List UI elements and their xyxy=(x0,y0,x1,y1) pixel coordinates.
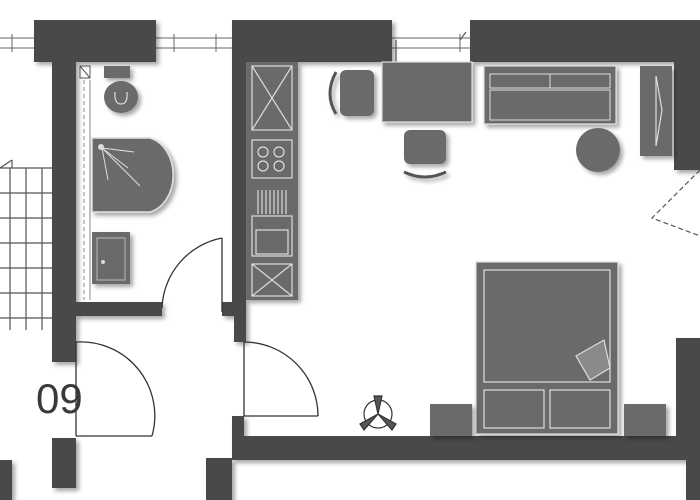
chair-icon xyxy=(328,70,374,116)
fridge-icon xyxy=(251,65,293,131)
room-door[interactable] xyxy=(243,341,319,417)
kitchen-unit xyxy=(246,62,298,300)
nightstand-icon xyxy=(430,404,472,436)
shower-icon xyxy=(91,137,174,213)
kitchen-sink-icon xyxy=(251,190,293,257)
double-bed-icon xyxy=(475,261,619,435)
round-table-icon xyxy=(576,128,620,172)
window-top-middle xyxy=(156,34,232,52)
north-arrow-icon xyxy=(359,395,397,431)
window-top-right xyxy=(392,34,470,52)
window-top-left xyxy=(0,34,34,52)
chair-icon xyxy=(403,130,447,179)
bathroom-door[interactable] xyxy=(161,237,223,312)
side-door[interactable] xyxy=(650,169,700,237)
dishwasher-icon xyxy=(251,263,293,297)
bath-fixtures-icon xyxy=(79,65,91,300)
entrance-door[interactable] xyxy=(75,341,156,437)
room-number: 09 xyxy=(36,375,83,422)
washbasin-icon xyxy=(92,232,130,284)
stove-icon xyxy=(251,139,293,179)
wardrobe-icon xyxy=(640,66,672,156)
walls xyxy=(0,20,700,500)
desk-icon xyxy=(381,61,473,123)
toilet-icon xyxy=(104,66,138,113)
staircase-icon xyxy=(0,159,52,330)
nightstand-icon xyxy=(624,404,666,436)
sofa-icon xyxy=(483,65,617,125)
